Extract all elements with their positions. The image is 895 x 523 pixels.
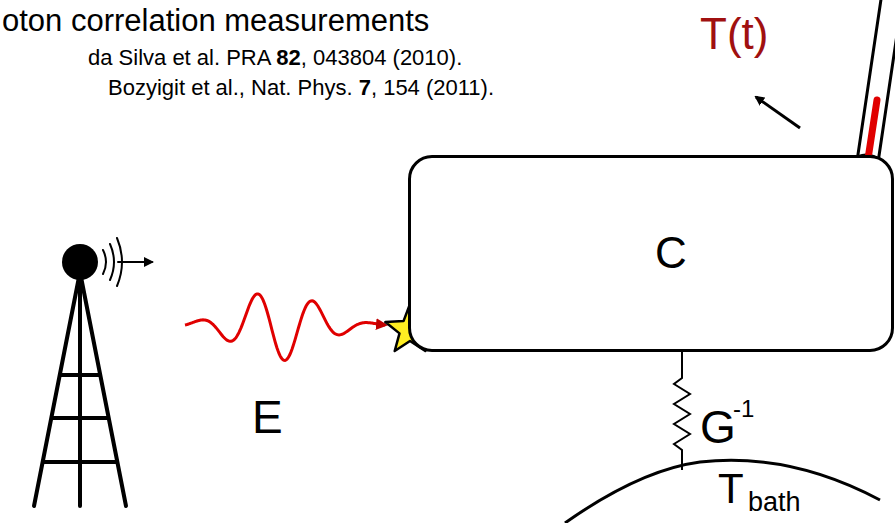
radio-wave [110, 244, 114, 280]
pulse-wave [185, 294, 385, 360]
tower-leg [80, 272, 126, 506]
tower-mast [78, 272, 82, 506]
temperature-label: T(t) [700, 10, 768, 58]
antenna-symbol [34, 238, 152, 506]
superscript: -1 [733, 396, 754, 422]
subscript: bath [748, 488, 801, 518]
bath-temperature-label: T [718, 466, 744, 512]
bath-arc [565, 460, 880, 523]
thermometer-glass [866, 0, 893, 172]
node-label: C [655, 229, 687, 277]
slide-heading: oton correlation measurements [2, 4, 429, 38]
heat-capacity-box: C [408, 155, 894, 352]
antenna-tip [62, 244, 98, 280]
reference: Bozyigit et al., Nat. Phys. 7, 154 (2011… [108, 76, 494, 100]
conductance-label: G [700, 402, 736, 453]
radio-wave [103, 250, 106, 274]
tower-bar [44, 460, 116, 464]
radio-arrow [118, 261, 152, 263]
field-label: E [252, 392, 283, 443]
reference: da Silva et al. PRA 82, 043804 (2010). [88, 46, 462, 70]
tower-bar [52, 416, 108, 420]
readout-arrow [756, 97, 800, 128]
tower-bar [60, 373, 100, 377]
thermometer-tube [866, 0, 893, 172]
resistor-symbol [674, 352, 690, 470]
tower-leg [34, 272, 80, 506]
